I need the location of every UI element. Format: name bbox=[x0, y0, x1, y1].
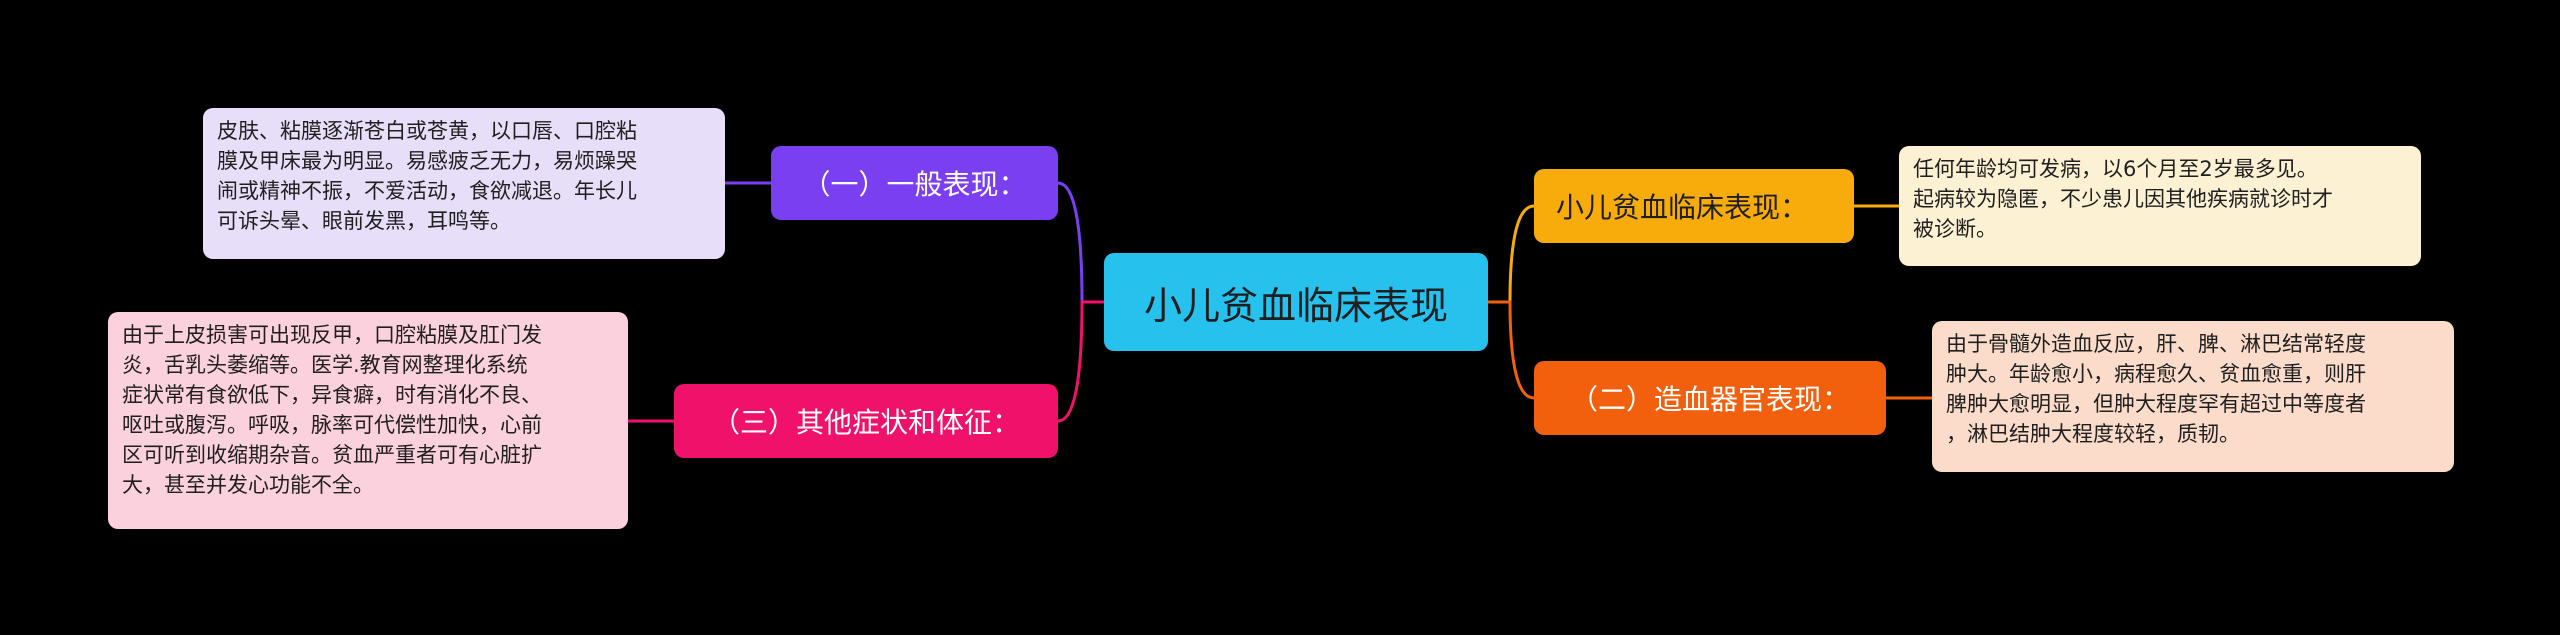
leaf-clinical-manifestation[interactable]: 任何年龄均可发病，以6个月至2岁最多见。 起病较为隐匿，不少患儿因其他疾病就诊时… bbox=[1899, 146, 2421, 266]
root-label: 小儿贫血临床表现 bbox=[1143, 283, 1448, 328]
leaf-hematopoietic-organs[interactable]: 由于骨髓外造血反应，肝、脾、淋巴结常轻度 肿大。年龄愈小，病程愈久、贫血愈重，则… bbox=[1932, 321, 2454, 472]
branch-clinical-manifestation[interactable]: 小儿贫血临床表现： bbox=[1534, 169, 1854, 243]
leaf-hematopoietic-text: 由于骨髓外造血反应，肝、脾、淋巴结常轻度 肿大。年龄愈小，病程愈久、贫血愈重，则… bbox=[1946, 332, 2366, 446]
leaf-clinical-text: 任何年龄均可发病，以6个月至2岁最多见。 起病较为隐匿，不少患儿因其他疾病就诊时… bbox=[1913, 157, 2333, 241]
connector-root-hematopoietic bbox=[1488, 300, 1535, 400]
leaf-other-symptoms[interactable]: 由于上皮损害可出现反甲，口腔粘膜及肛门发 炎，舌乳头萎缩等。医学.教育网整理化系… bbox=[108, 312, 628, 529]
branch-hematopoietic-organs[interactable]: （二）造血器官表现： bbox=[1534, 361, 1886, 435]
root-node[interactable]: 小儿贫血临床表现 bbox=[1104, 253, 1488, 351]
branch-other-label: （三）其他症状和体征： bbox=[711, 406, 1020, 439]
branch-other-symptoms[interactable]: （三）其他症状和体征： bbox=[674, 384, 1058, 458]
branch-general-symptoms[interactable]: （一）一般表现： bbox=[771, 146, 1058, 220]
connector-root-other bbox=[1057, 300, 1104, 423]
leaf-other-text: 由于上皮损害可出现反甲，口腔粘膜及肛门发 炎，舌乳头萎缩等。医学.教育网整理化系… bbox=[122, 323, 542, 497]
branch-general-label: （一）一般表现： bbox=[802, 168, 1027, 201]
branch-clinical-label: 小儿贫血临床表现： bbox=[1556, 191, 1809, 224]
connector-root-clinical bbox=[1488, 204, 1535, 304]
connector-root-general bbox=[1057, 181, 1104, 304]
branch-hematopoietic-label: （二）造血器官表现： bbox=[1569, 383, 1850, 416]
leaf-general-symptoms[interactable]: 皮肤、粘膜逐渐苍白或苍黄，以口唇、口腔粘 膜及甲床最为明显。易感疲乏无力，易烦躁… bbox=[203, 108, 725, 259]
leaf-general-text: 皮肤、粘膜逐渐苍白或苍黄，以口唇、口腔粘 膜及甲床最为明显。易感疲乏无力，易烦躁… bbox=[217, 119, 637, 233]
